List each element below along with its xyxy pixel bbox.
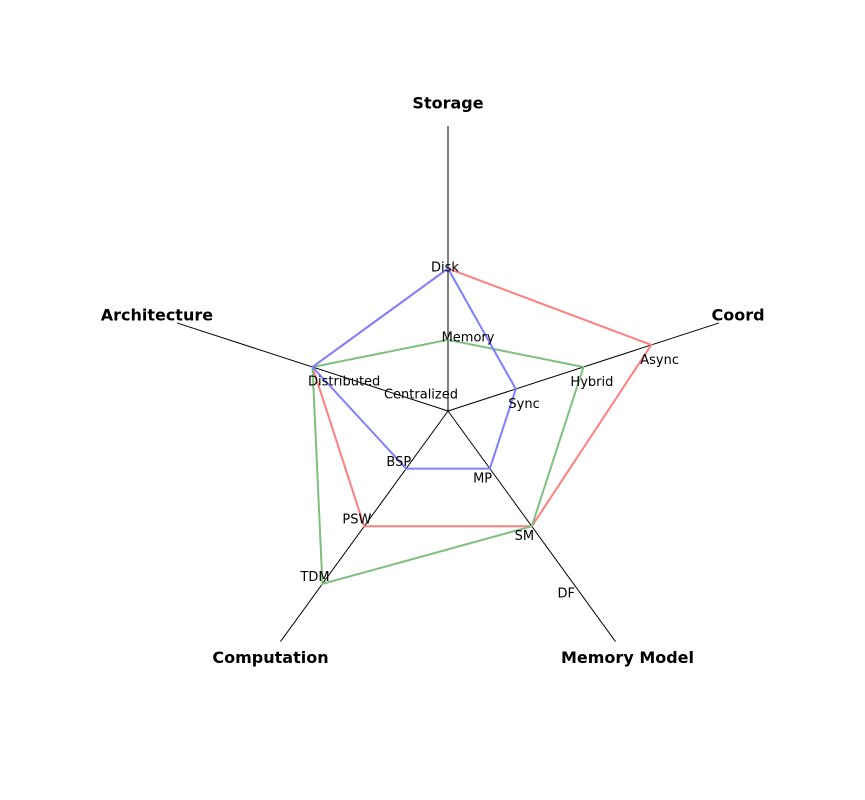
level-label-df: DF — [558, 587, 576, 602]
series-layer — [311, 267, 653, 586]
axis-title-storage: Storage — [412, 94, 483, 113]
level-label-tdm: TDM — [299, 570, 329, 585]
level-label-sm: SM — [515, 529, 534, 544]
axis-title-architecture: Architecture — [101, 305, 214, 324]
series-polygon-3 — [311, 267, 517, 470]
level-label-disk: Disk — [431, 261, 459, 276]
series-polygon-1 — [311, 267, 653, 528]
level-label-centralized: Centralized — [384, 388, 458, 403]
level-label-distributed: Distributed — [308, 375, 380, 390]
axis-title-coord: Coord — [712, 305, 765, 324]
level-label-mp: MP — [473, 471, 492, 486]
level-label-psw: PSW — [342, 513, 371, 528]
level-label-sync: Sync — [508, 397, 539, 412]
axis-title-memory-model: Memory Model — [561, 648, 694, 667]
level-label-bsp: BSP — [386, 455, 411, 470]
level-label-async: Async — [640, 353, 679, 368]
axes-layer — [176, 126, 720, 642]
series-polygon-2 — [311, 338, 585, 586]
axis-title-computation: Computation — [212, 648, 328, 667]
level-label-memory: Memory — [442, 331, 495, 346]
level-label-hybrid: Hybrid — [570, 375, 613, 390]
